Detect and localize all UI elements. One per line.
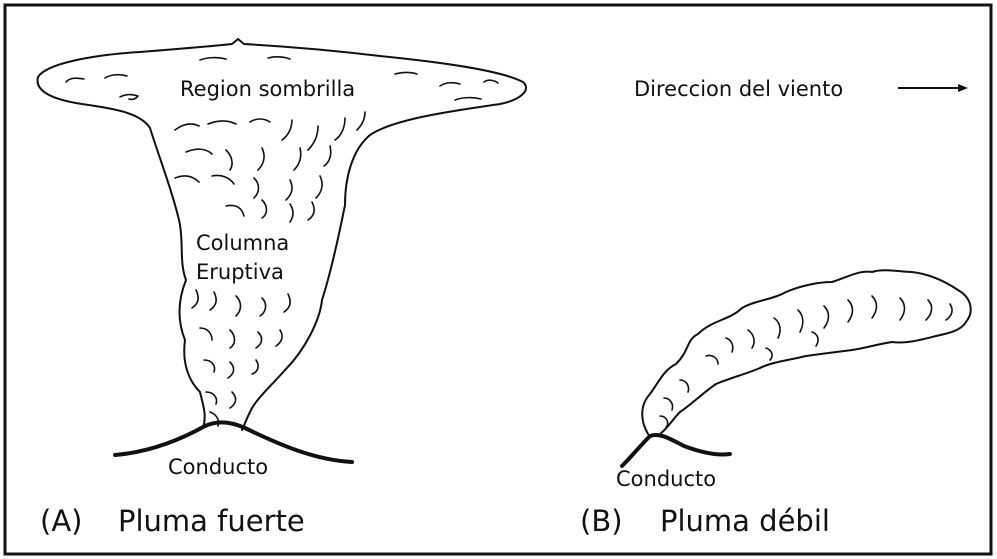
wind-direction-label: Direccion del viento — [634, 77, 843, 101]
caption-b-letter: (B) — [580, 504, 623, 538]
weak-vent-label: Conducto — [616, 467, 716, 491]
caption-a-letter: (A) — [40, 504, 82, 538]
caption-b-title: Pluma débil — [660, 504, 830, 538]
strong-vent-label: Conducto — [168, 455, 268, 479]
caption-a-title: Pluma fuerte — [118, 504, 305, 538]
column-label-line1: Columna — [196, 231, 289, 255]
column-label-line2: Eruptiva — [196, 260, 284, 284]
umbrella-region-label: Region sombrilla — [180, 77, 355, 101]
